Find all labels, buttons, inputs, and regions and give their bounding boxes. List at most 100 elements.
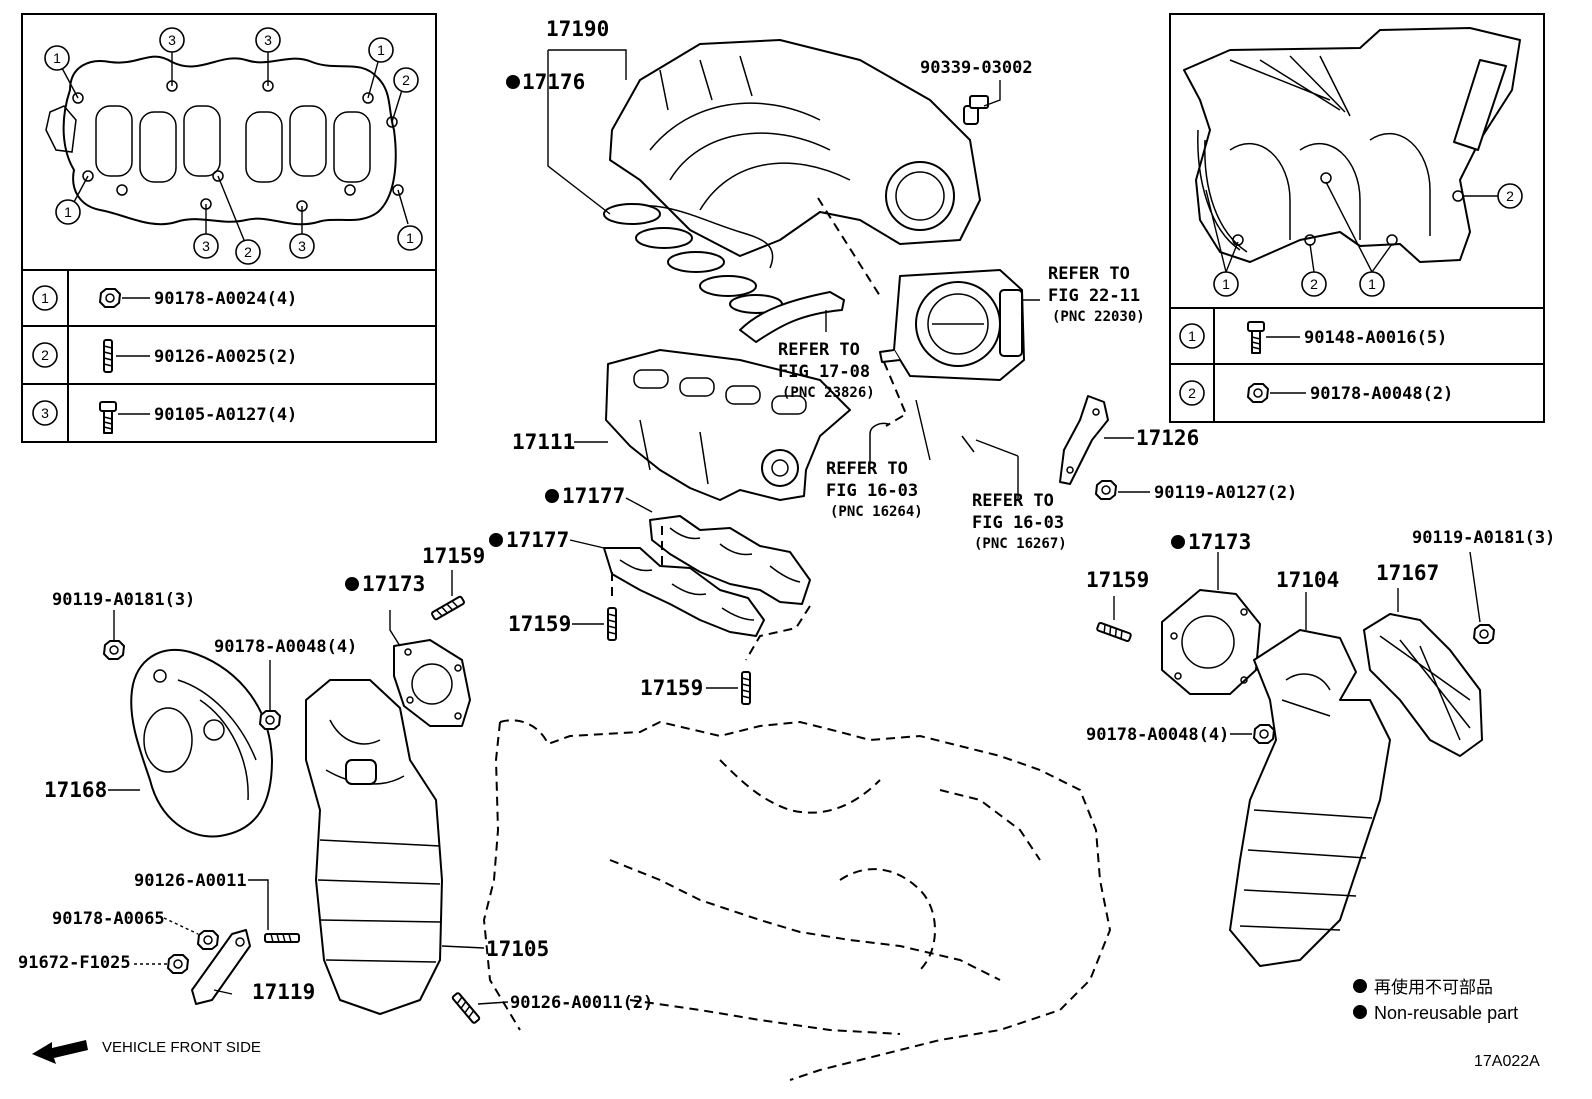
row-part: 90148-A0016(5)	[1304, 328, 1447, 348]
row-key: 1	[1188, 328, 1196, 344]
row-key: 3	[41, 405, 49, 421]
callout-90178-a0065: 90178-A0065	[52, 909, 165, 929]
bolt-icon	[99, 401, 117, 434]
nonreusable-dot	[545, 489, 559, 503]
reference-line: (PNC 16264)	[830, 504, 923, 520]
hose-16267-drawing	[961, 435, 975, 453]
exhaust-manifold-17105-drawing	[305, 679, 443, 1015]
stud-17159-drawing	[1095, 621, 1133, 643]
marker: 3	[202, 238, 210, 254]
leader-lines	[108, 49, 1481, 1005]
table-row: 3 90105-A0127(4)	[32, 400, 297, 434]
callout-90178-a0048-left: 90178-A0048(4)	[214, 637, 357, 657]
legend-en: Non-reusable part	[1374, 1003, 1518, 1023]
row-part: 90178-A0048(2)	[1310, 384, 1453, 404]
row-key: 2	[1188, 385, 1196, 401]
legend-jp: 再使用不可部品	[1374, 977, 1493, 998]
heat-insulator-17167-drawing	[1363, 613, 1483, 757]
bolt-90119-drawing	[103, 640, 125, 660]
marker: 3	[264, 32, 272, 48]
upper-intake-manifold-drawing	[609, 39, 981, 269]
marker: 3	[168, 32, 176, 48]
stud-90126-2-drawing	[451, 991, 481, 1025]
gasket-17176-drawing	[603, 203, 783, 314]
callout-17190: 17190	[546, 17, 609, 41]
row-part: 90126-A0025(2)	[154, 347, 297, 367]
bolt-91672-drawing	[167, 954, 189, 974]
gasket-17177-upper-drawing	[649, 515, 811, 605]
nonreusable-dot	[345, 577, 359, 591]
marker: 1	[1222, 276, 1230, 292]
row-part: 90105-A0127(4)	[154, 405, 297, 425]
stud-17159-drawing	[607, 607, 617, 641]
table-row: 1 90148-A0016(5)	[1179, 321, 1447, 354]
reference-line: (PNC 16267)	[974, 536, 1067, 552]
table-row: 2 90126-A0025(2)	[32, 339, 297, 373]
sensor-90339-drawing	[963, 95, 989, 125]
callout-90339-03002: 90339-03002	[920, 58, 1033, 78]
heat-insulator-17168-drawing	[130, 649, 273, 838]
nonreusable-dot	[1171, 535, 1185, 549]
reference-22-11: REFER TO FIG 22-11 (PNC 22030)	[1048, 264, 1145, 325]
callout-17159-a: 17159	[422, 544, 485, 568]
reference-line: REFER TO	[826, 459, 908, 479]
callout-17168: 17168	[44, 778, 107, 802]
reference-16-03-b: REFER TO FIG 16-03 (PNC 16267)	[972, 491, 1067, 552]
marker: 2	[1310, 276, 1318, 292]
stud-icon	[103, 339, 113, 373]
reference-line: REFER TO	[778, 340, 860, 360]
marker: 2	[402, 72, 410, 88]
callout-17173-right: 17173	[1188, 530, 1251, 554]
nonreusable-dot	[489, 533, 503, 547]
nonreusable-dot	[506, 75, 520, 89]
hose-23826-drawing	[739, 291, 845, 343]
reference-line: (PNC 23826)	[782, 385, 875, 401]
exhaust-manifold-17104-drawing	[1229, 629, 1391, 967]
stay-17126-drawing	[1059, 395, 1109, 485]
callout-90126-a0011-2: 90126-A0011(2)	[510, 993, 653, 1013]
left-inset-markers: 1 3 3 1 2 1 3 2 3 1	[44, 27, 423, 265]
reference-line: FIG 16-03	[826, 481, 918, 501]
nut-icon	[1247, 383, 1269, 403]
callout-90119-a0181-right: 90119-A0181(3)	[1412, 528, 1555, 548]
arrow-left-icon	[32, 1040, 88, 1064]
nut-icon	[99, 288, 121, 308]
engine-outline	[482, 719, 1112, 1081]
callout-17119: 17119	[252, 980, 315, 1004]
marker: 1	[64, 204, 72, 220]
nut-90178-drawing	[259, 710, 281, 730]
callout-90119-a0127: 90119-A0127(2)	[1154, 483, 1297, 503]
bolt-90119-a0181-right-drawing	[1473, 624, 1495, 644]
callout-17173-left: 17173	[362, 572, 425, 596]
reference-17-08: REFER TO FIG 17-08 (PNC 23826)	[778, 340, 875, 401]
nut-90178-a0065-drawing	[197, 930, 219, 950]
stud-17159-drawing	[430, 595, 466, 621]
left-inset-table: 1 90178-A0024(4) 2 90126-A0025(2) 3 9010…	[32, 285, 297, 434]
marker: 2	[1506, 188, 1514, 204]
callout-17126: 17126	[1136, 426, 1199, 450]
diagram-code: 17A022A	[1474, 1053, 1540, 1070]
marker: 3	[298, 238, 306, 254]
legend-dot-en	[1353, 1005, 1367, 1019]
table-row: 2 90178-A0048(2)	[1179, 380, 1453, 406]
left-inset: 1 3 3 1 2 1 3 2 3 1 1 90178-A0024(4) 2	[21, 13, 437, 443]
throttle-body-drawing	[879, 269, 1025, 381]
hose-16264-drawing	[869, 422, 889, 464]
marker: 1	[53, 50, 61, 66]
callout-91672-f1025: 91672-F1025	[18, 953, 131, 973]
reference-line: REFER TO	[972, 491, 1054, 511]
marker: 1	[377, 42, 385, 58]
callout-17105: 17105	[486, 937, 549, 961]
reference-line: FIG 16-03	[972, 513, 1064, 533]
nut-90178-right-drawing	[1253, 724, 1275, 744]
reference-line: FIG 17-08	[778, 362, 870, 382]
marker: 1	[1368, 276, 1376, 292]
callout-17167: 17167	[1376, 561, 1439, 585]
stud-90126-drawing	[264, 933, 300, 943]
bolt-icon	[1247, 321, 1265, 354]
row-key: 2	[41, 347, 49, 363]
callout-17177-lower: 17177	[506, 528, 569, 552]
row-key: 1	[41, 290, 49, 306]
callout-17159-d: 17159	[1086, 568, 1149, 592]
